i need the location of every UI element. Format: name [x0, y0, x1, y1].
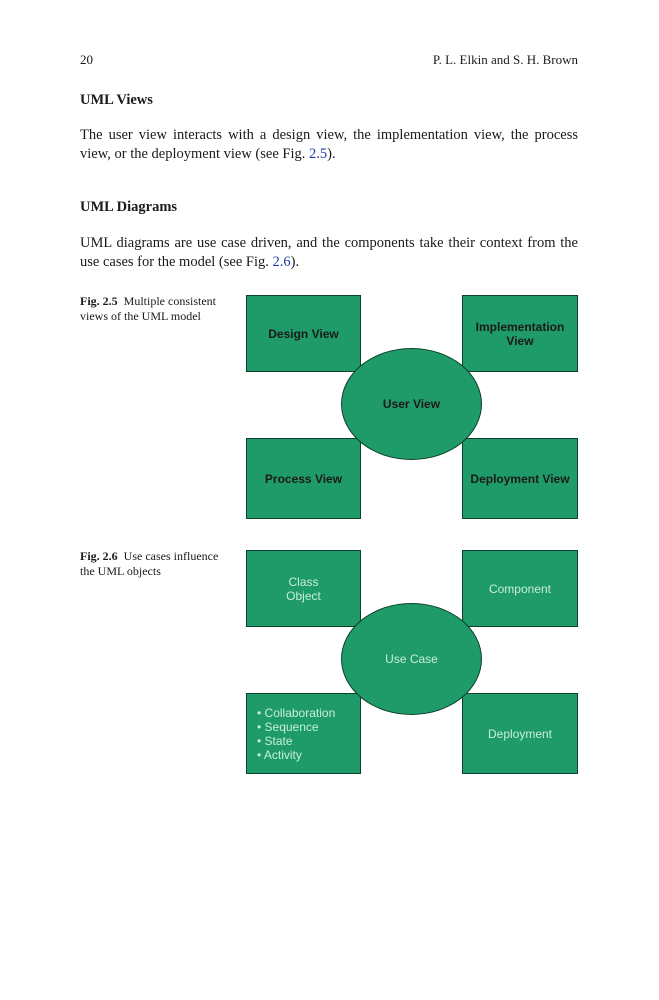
figure-caption-text: Multiple consistent views of the UML mod…	[80, 294, 216, 323]
figure-label: Fig. 2.5	[80, 294, 118, 308]
diagram-types-box: • Collaboration • Sequence • State • Act…	[246, 693, 361, 774]
process-view-box: Process View	[246, 438, 361, 519]
user-view-ellipse: User View	[341, 348, 482, 460]
diagram-type-item: • Sequence	[257, 719, 319, 734]
section-heading-uml-diagrams: UML Diagrams	[80, 199, 178, 215]
design-view-box: Design View	[246, 295, 361, 372]
running-header-authors: P. L. Elkin and S. H. Brown	[432, 52, 578, 67]
figure-label: Fig. 2.6	[80, 549, 118, 563]
paragraph-text: The user view interacts with a design vi…	[80, 127, 578, 162]
paragraph-uml-diagrams: UML diagrams are use case driven, and th…	[80, 234, 578, 272]
diagram-type-item: • Activity	[257, 747, 302, 762]
figure-caption-2-5: Fig. 2.5 Multiple consistent views of th…	[80, 294, 220, 324]
use-case-ellipse: Use Case	[341, 603, 482, 715]
deployment-box: Deployment	[462, 693, 578, 774]
paragraph-uml-views: The user view interacts with a design vi…	[80, 126, 578, 164]
paragraph-text: UML diagrams are use case driven, and th…	[80, 235, 578, 270]
section-heading-uml-views: UML Views	[80, 92, 153, 108]
implementation-view-box: Implementation View	[462, 295, 578, 372]
figure-link-2-6[interactable]: 2.6	[272, 254, 291, 270]
diagram-type-item: • Collaboration	[257, 705, 336, 720]
component-box: Component	[462, 550, 578, 627]
paragraph-text-end: ).	[290, 254, 300, 270]
page-number: 20	[80, 52, 93, 67]
figure-caption-text: Use cases influence the UML objects	[80, 549, 219, 578]
deployment-view-box: Deployment View	[462, 438, 578, 519]
diagram-type-item: • State	[257, 733, 293, 748]
figure-link-2-5[interactable]: 2.5	[309, 146, 328, 162]
class-object-box: Class Object	[246, 550, 361, 627]
figure-caption-2-6: Fig. 2.6 Use cases influence the UML obj…	[80, 549, 220, 579]
paragraph-text-end: ).	[327, 146, 336, 162]
